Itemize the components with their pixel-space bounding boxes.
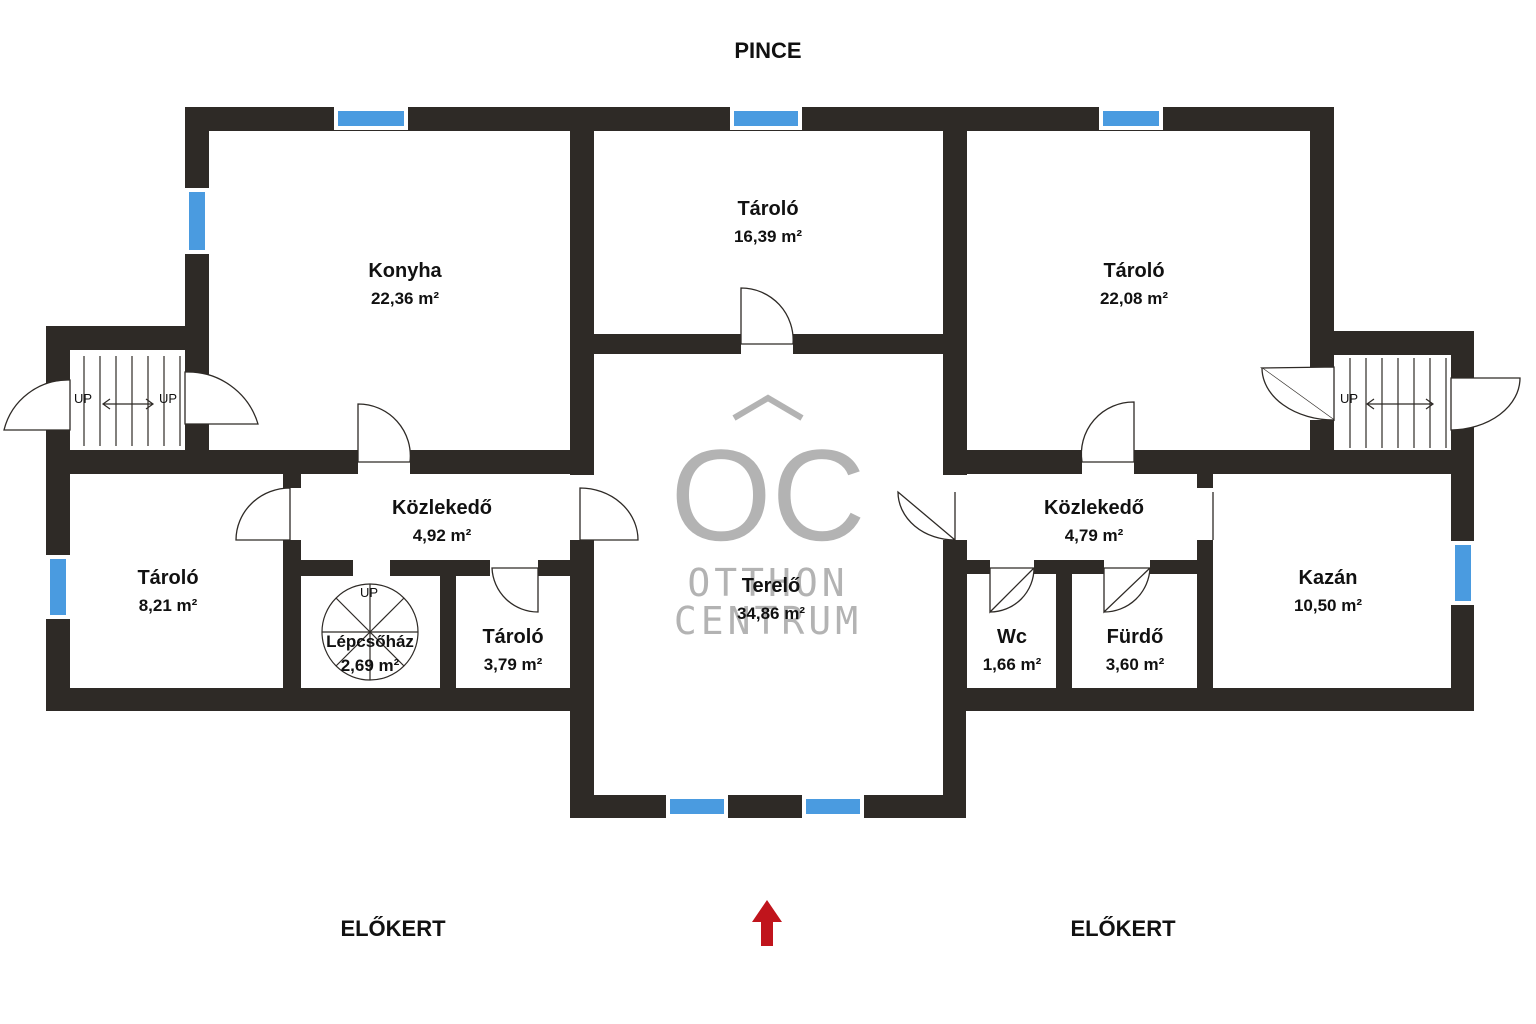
room-name: Konyha [368,260,442,282]
watermark-logo: OC [671,422,866,568]
room-area: 2,69 m² [341,656,400,675]
room-area: 3,79 m² [484,655,543,674]
room-area: 4,79 m² [1065,526,1124,545]
room-name: Lépcsőház [326,632,414,651]
stairs-right [1349,358,1447,448]
watermark-line-2: CENTRUM [674,599,862,643]
room-name: Tároló [737,198,798,220]
windows [45,106,1476,818]
stair-up-label: UP [360,585,378,600]
room-area: 4,92 m² [413,526,472,545]
watermark-line-1: OTTHON [687,561,848,605]
spiral-stair [321,583,419,681]
stair-up-label: UP [1340,391,1358,406]
room-area: 22,36 m² [371,289,439,308]
stairs-left [83,356,181,446]
room-name: Közlekedő [1044,497,1144,519]
roof-icon [732,394,804,421]
room-area: 22,08 m² [1100,289,1168,308]
room-area: 16,39 m² [734,227,802,246]
room-area: 8,21 m² [139,596,198,615]
outside-label-left: ELŐKERT [340,916,446,941]
room-name: Közlekedő [392,497,492,519]
entrance-arrow-icon [752,900,782,946]
room-name: Tároló [482,626,543,648]
page-title: PINCE [734,38,801,63]
room-area: 3,60 m² [1106,655,1165,674]
watermark: OC OTTHON CENTRUM [671,394,866,643]
room-area: 34,86 m² [737,604,805,623]
room-name: Terelő [742,575,801,597]
room-area: 1,66 m² [983,655,1042,674]
room-name: Tároló [137,567,198,589]
room-name: Wc [997,626,1027,648]
room-name: Fürdő [1107,626,1164,648]
doors [3,287,1521,614]
stair-up-label: UP [159,391,177,406]
outside-label-right: ELŐKERT [1070,916,1176,941]
room-name: Tároló [1103,260,1164,282]
room-area: 10,50 m² [1294,596,1362,615]
room-name: Kazán [1299,567,1358,589]
stair-up-label: UP [74,391,92,406]
